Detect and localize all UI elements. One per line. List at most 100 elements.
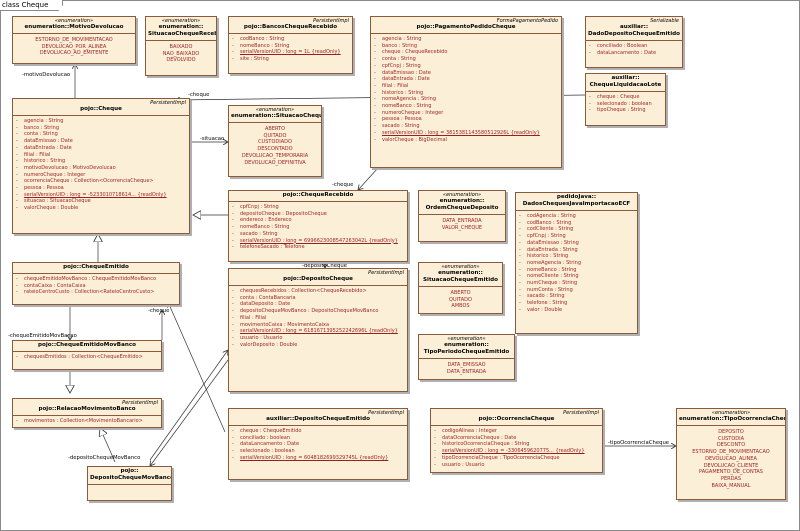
- visibility-marker: -: [16, 354, 18, 360]
- visibility-marker: -: [589, 100, 591, 107]
- attribute-row: -cpfCnpj : String: [232, 204, 405, 211]
- enum-literal: DATA_ENTRADA: [446, 368, 487, 375]
- class-tipo-ocorrencia-cheque[interactable]: «enumeration»enumeration::TipoOcorrencia…: [676, 408, 786, 500]
- class-cheque-emitido-mov-banco[interactable]: pojo::ChequeEmitidoMovBanco-chequesEmiti…: [12, 340, 162, 370]
- visibility-marker: -: [232, 314, 234, 321]
- attribute-row: -sacado : String: [374, 123, 559, 130]
- enum-literal: PAGAMENTO_DE_CONTAS: [699, 469, 763, 476]
- assoc-mov-deposito: [149, 350, 228, 461]
- class-situacao-cheque-emitido[interactable]: «enumeration»enumeration::SituacaoCheque…: [418, 262, 503, 314]
- visibility-marker: -: [16, 118, 18, 124]
- visibility-marker: -: [519, 246, 521, 253]
- visibility-marker: -: [374, 109, 376, 116]
- visibility-marker: -: [232, 334, 234, 341]
- attribute-text: site : String: [240, 56, 269, 63]
- visibility-marker: -: [16, 171, 18, 178]
- attribute-list: [88, 485, 171, 489]
- visibility-marker: -: [519, 280, 521, 287]
- gen-depmov: [100, 428, 116, 463]
- enum-literal: QUITADO: [449, 296, 472, 303]
- attribute-row: -cpfCnpj : String: [519, 233, 635, 240]
- attribute-row: -nomeBanco : String: [232, 43, 350, 50]
- attribute-text: nomeBanco : String: [527, 266, 577, 273]
- class-name-part: pojo::DepositoCheque: [283, 276, 353, 282]
- visibility-marker: -: [374, 62, 376, 69]
- attribute-row: -dataLancamento : Date: [589, 50, 680, 57]
- attribute-text: historico : String: [24, 158, 66, 165]
- class-stereotype-tag: PersistentImpl: [150, 100, 186, 106]
- class-situacao-cheque-recebido[interactable]: «enumeration»enumeration::SituacaoCheque…: [145, 16, 217, 76]
- class-header: auxiliar::ChequeLiquidacaoLote: [586, 74, 665, 92]
- class-motivo-devolucao[interactable]: «enumeration»enumeration::MotivoDevoluca…: [12, 16, 136, 64]
- visibility-marker: -: [374, 49, 376, 56]
- enum-literal: ABERTO: [450, 290, 471, 296]
- class-situacao-cheque[interactable]: «enumeration»enumeration::SituacaoCheque…: [228, 105, 322, 177]
- visibility-marker: -: [16, 164, 18, 171]
- class-name-part: pojo::BancosChequeRecebido: [243, 24, 338, 30]
- attribute-text: depositoChequeMovBanco : DepositoChequeM…: [240, 308, 379, 315]
- attribute-text: serialVersionUID : long = 69966230085472…: [240, 237, 398, 244]
- class-header: «enumeration»enumeration::SituacaoCheque…: [419, 263, 502, 287]
- class-cheque-recebido[interactable]: pojo::ChequeRecebido-cpfCnpj : String-de…: [228, 190, 408, 262]
- class-name-part: enumeration::MotivoDevolucao: [24, 24, 124, 30]
- class-dados-cheques-java[interactable]: pedidoJava::DadosChequesJavaImportacaoEC…: [515, 192, 638, 334]
- class-cheque-emitido[interactable]: pojo::ChequeEmitido-chequeEmitidoMovBanc…: [12, 262, 180, 305]
- attribute-row: -motivoDevolucao : MotivoDevolucao: [16, 165, 187, 172]
- attribute-text: codBanco : String: [527, 219, 572, 226]
- attribute-row: -sacado : String: [519, 293, 635, 300]
- attribute-row: -usuario : Usuario: [434, 462, 600, 469]
- attribute-text: depositoCheque : DepositoCheque: [240, 210, 327, 217]
- enum-literal: PERDAS: [720, 475, 741, 482]
- attribute-text: nomeAgencia : String: [527, 259, 582, 266]
- enum-literal: DEVOLUCAO_TEMPORARIA: [241, 152, 309, 159]
- class-cheque-liquidacao-lote[interactable]: auxiliar::ChequeLiquidacaoLote-cheque : …: [585, 73, 666, 126]
- visibility-marker: -: [232, 434, 234, 441]
- visibility-marker: -: [519, 259, 521, 266]
- attribute-row: -nomeBanco : String: [519, 267, 635, 274]
- class-name: enumeration::TipoOcorrenciaCheque: [679, 416, 785, 423]
- class-ordem-cheque-deposito[interactable]: «enumeration»enumeration::OrdemChequeDep…: [418, 190, 506, 242]
- class-name: pojo::RelacaoMovimentoBanco: [15, 406, 159, 413]
- enum-literal: CUSTODIADO: [258, 139, 292, 146]
- class-deposito-cheque-mov-banco[interactable]: pojo::DepositoChequeMovBanco: [87, 466, 172, 501]
- enum-literal: DEVOLUCAO_ALINEA: [705, 455, 757, 462]
- visibility-marker: -: [16, 418, 18, 424]
- visibility-marker: -: [519, 213, 521, 219]
- label-cheque-recebido: -cheque: [332, 182, 354, 188]
- attribute-text: historicoOcorrenciaCheque : String: [442, 441, 530, 448]
- attribute-text: cpfCnpj : String: [382, 62, 421, 69]
- visibility-marker: -: [16, 185, 18, 192]
- class-name-part: pojo::ChequeRecebido: [282, 192, 354, 198]
- attribute-row: -filial : Filial: [374, 83, 559, 90]
- visibility-marker: -: [16, 158, 18, 165]
- class-name-part: enumeration::SituacaoCheque: [231, 113, 322, 119]
- attribute-text: codigoAlinea : Integer: [442, 428, 497, 434]
- class-name: enumeration::OrdemChequeDeposito: [421, 198, 503, 212]
- class-tipo-periodo-cheque-emitido[interactable]: «enumeration»enumeration::TipoPeriodoChe…: [418, 334, 515, 380]
- label-situacao: -situacao: [200, 136, 225, 142]
- attribute-row: -codBanco : String: [232, 36, 350, 43]
- visibility-marker: -: [374, 76, 376, 83]
- attribute-row: -historico : String: [16, 158, 187, 165]
- attribute-row: -valorDeposito : Double: [232, 342, 405, 349]
- class-name: auxiliar::ChequeLiquidacaoLote: [588, 75, 663, 89]
- class-name-part: pojo::RelacaoMovimentoBanco: [38, 406, 136, 412]
- visibility-marker: -: [374, 116, 376, 123]
- visibility-marker: -: [232, 454, 234, 461]
- attribute-text: contaCaixa : ContaCaixa: [24, 282, 86, 289]
- enum-literal: DATA_EMISSAO: [447, 362, 486, 368]
- assoc-deposito-mov: [150, 359, 229, 466]
